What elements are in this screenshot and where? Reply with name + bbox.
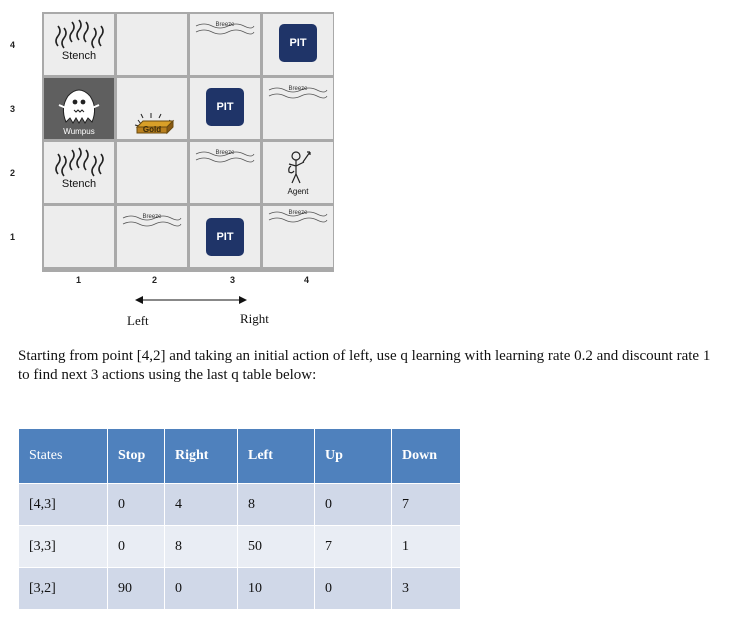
- cell-2-2: [117, 142, 187, 203]
- cell-3-4: Breeze: [190, 14, 260, 75]
- table-row: [4,3] 0 4 8 0 7: [18, 483, 461, 526]
- cell-left: 50: [237, 525, 315, 568]
- agent-label: Agent: [288, 187, 310, 196]
- agent-icon: Agent: [288, 151, 311, 196]
- cell-2-1: Breeze: [117, 206, 187, 267]
- cell-down: 1: [391, 525, 461, 568]
- gold-icon: Gold: [134, 113, 175, 135]
- cell-right: 0: [164, 567, 238, 610]
- cell-4-3: Breeze: [263, 78, 333, 139]
- cell-1-1: [44, 206, 114, 267]
- gold-label: Gold: [143, 125, 161, 134]
- wumpus-world-grid: Stench Breeze PIT Wumpus: [42, 12, 334, 272]
- header-stop: Stop: [107, 428, 165, 484]
- breeze-icon: Breeze: [122, 214, 182, 227]
- cell-4-4: PIT: [263, 14, 333, 75]
- breeze-label: Breeze: [288, 210, 308, 216]
- breeze-label: Breeze: [215, 22, 235, 28]
- cell-left: 8: [237, 483, 315, 526]
- cell-stop: 0: [107, 525, 165, 568]
- right-label: Right: [240, 311, 269, 326]
- cell-3-1: PIT: [190, 206, 260, 267]
- wumpus-label: Wumpus: [63, 127, 94, 136]
- header-states: States: [18, 428, 108, 484]
- q-table: States Stop Right Left Up Down [4,3] 0 4…: [18, 428, 461, 610]
- stench-icon: [55, 19, 104, 49]
- cell-state: [3,2]: [18, 567, 108, 610]
- left-right-arrow: [135, 296, 247, 304]
- header-left: Left: [237, 428, 315, 484]
- wumpus-icon: Wumpus: [58, 89, 100, 136]
- cell-left: 10: [237, 567, 315, 610]
- breeze-icon: Breeze: [268, 86, 328, 99]
- stench-label: Stench: [61, 178, 97, 190]
- question-text: Starting from point [4,2] and taking an …: [18, 348, 711, 383]
- col-label-4: 4: [304, 275, 310, 285]
- breeze-label: Breeze: [288, 86, 308, 92]
- cell-1-3: Wumpus: [44, 78, 114, 139]
- cell-stop: 0: [107, 483, 165, 526]
- left-label: Left: [127, 313, 149, 328]
- breeze-icon: Breeze: [195, 150, 255, 163]
- cell-right: 8: [164, 525, 238, 568]
- header-down: Down: [391, 428, 461, 484]
- cell-4-2: Agent: [263, 142, 333, 203]
- header-up: Up: [314, 428, 392, 484]
- cell-2-3: Gold: [117, 78, 187, 139]
- q-table-header-row: States Stop Right Left Up Down: [18, 428, 461, 484]
- breeze-icon: Breeze: [268, 210, 328, 223]
- cell-state: [4,3]: [18, 483, 108, 526]
- table-row: [3,2] 90 0 10 0 3: [18, 567, 461, 610]
- cell-down: 3: [391, 567, 461, 610]
- cell-up: 7: [314, 525, 392, 568]
- cell-3-3: PIT: [190, 78, 260, 139]
- cell-4-1: Breeze: [263, 206, 333, 267]
- row-label-2: 2: [10, 168, 16, 178]
- breeze-label: Breeze: [215, 150, 235, 156]
- breeze-label: Breeze: [142, 214, 162, 220]
- cell-1-4: Stench: [44, 14, 114, 75]
- cell-down: 7: [391, 483, 461, 526]
- pit-tile: PIT: [279, 24, 317, 62]
- table-row: [3,3] 0 8 50 7 1: [18, 525, 461, 568]
- header-right: Right: [164, 428, 238, 484]
- cell-up: 0: [314, 567, 392, 610]
- row-label-1: 1: [10, 232, 16, 242]
- stench-label: Stench: [61, 50, 97, 62]
- stench-icon: [55, 147, 104, 177]
- col-label-2: 2: [152, 275, 158, 285]
- cell-2-4: [117, 14, 187, 75]
- row-label-3: 3: [10, 104, 16, 114]
- col-label-3: 3: [230, 275, 236, 285]
- pit-tile: PIT: [206, 88, 244, 126]
- cell-up: 0: [314, 483, 392, 526]
- cell-stop: 90: [107, 567, 165, 610]
- cell-3-2: Breeze: [190, 142, 260, 203]
- cell-state: [3,3]: [18, 525, 108, 568]
- row-label-4: 4: [10, 40, 16, 50]
- pit-tile: PIT: [206, 218, 244, 256]
- cell-right: 4: [164, 483, 238, 526]
- col-label-1: 1: [76, 275, 82, 285]
- breeze-icon: Breeze: [195, 22, 255, 35]
- cell-1-2: Stench: [44, 142, 114, 203]
